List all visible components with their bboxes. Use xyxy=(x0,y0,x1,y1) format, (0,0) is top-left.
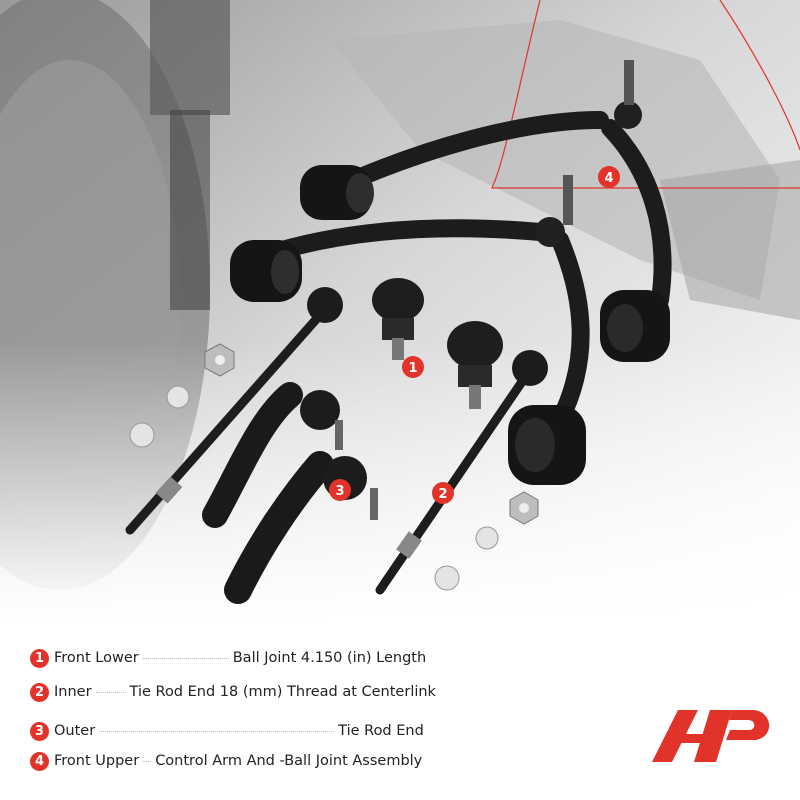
callout-marker-2: 2 xyxy=(432,482,454,504)
legend-row-3: 3 Outer Tie Rod End xyxy=(30,720,424,742)
upper-control-arm-front xyxy=(230,175,590,485)
legend-part-description: Tie Rod End xyxy=(338,723,424,739)
svg-text:1: 1 xyxy=(408,361,417,376)
legend-badge: 3 xyxy=(30,721,49,741)
callout-marker-1: 1 xyxy=(402,356,424,378)
svg-text:3: 3 xyxy=(335,484,344,499)
legend-part-description: Tie Rod End 18 (mm) Thread at Centerlink xyxy=(129,684,436,700)
parts-legend: 1 Front Lower Ball Joint 4.150 (in) Leng… xyxy=(0,620,800,800)
inner-tie-rod-right xyxy=(375,350,548,595)
callout-frame-lines xyxy=(491,0,800,189)
product-photo: 1 2 3 4 xyxy=(0,0,800,620)
leader-dots xyxy=(142,657,229,659)
hardware-nuts-washers xyxy=(129,343,539,591)
callout-marker-4: 4 xyxy=(598,166,620,188)
legend-badge: 2 xyxy=(30,682,49,702)
inner-tie-rod-left xyxy=(125,287,343,535)
legend-part-name: Front Lower xyxy=(54,650,139,666)
legend-part-name: Front Upper xyxy=(54,753,140,769)
svg-text:2: 2 xyxy=(438,487,447,502)
legend-badge: 4 xyxy=(30,751,49,771)
legend-part-name: Outer xyxy=(54,723,96,739)
legend-part-description: Control Arm And -Ball Joint Assembly xyxy=(155,753,423,769)
legend-row-2: 2 Inner Tie Rod End 18 (mm) Thread at Ce… xyxy=(30,681,436,703)
lower-ball-joint-left xyxy=(372,278,424,360)
a-premium-logo-icon xyxy=(652,710,770,762)
upper-control-arm-rear xyxy=(300,60,672,362)
legend-badge: 1 xyxy=(30,648,49,668)
legend-row-4: 4 Front Upper Control Arm And -Ball Join… xyxy=(30,750,422,772)
legend-row-1: 1 Front Lower Ball Joint 4.150 (in) Leng… xyxy=(30,647,426,669)
leader-dots xyxy=(99,730,335,732)
leader-dots xyxy=(143,760,152,762)
lower-ball-joint-right xyxy=(447,321,503,409)
svg-text:4: 4 xyxy=(604,171,613,186)
callout-marker-3: 3 xyxy=(329,479,351,501)
leader-dots xyxy=(95,691,126,693)
outer-tie-rod-end-left xyxy=(202,382,343,528)
legend-part-description: Ball Joint 4.150 (in) Length xyxy=(232,650,427,666)
legend-part-name: Inner xyxy=(54,684,92,700)
